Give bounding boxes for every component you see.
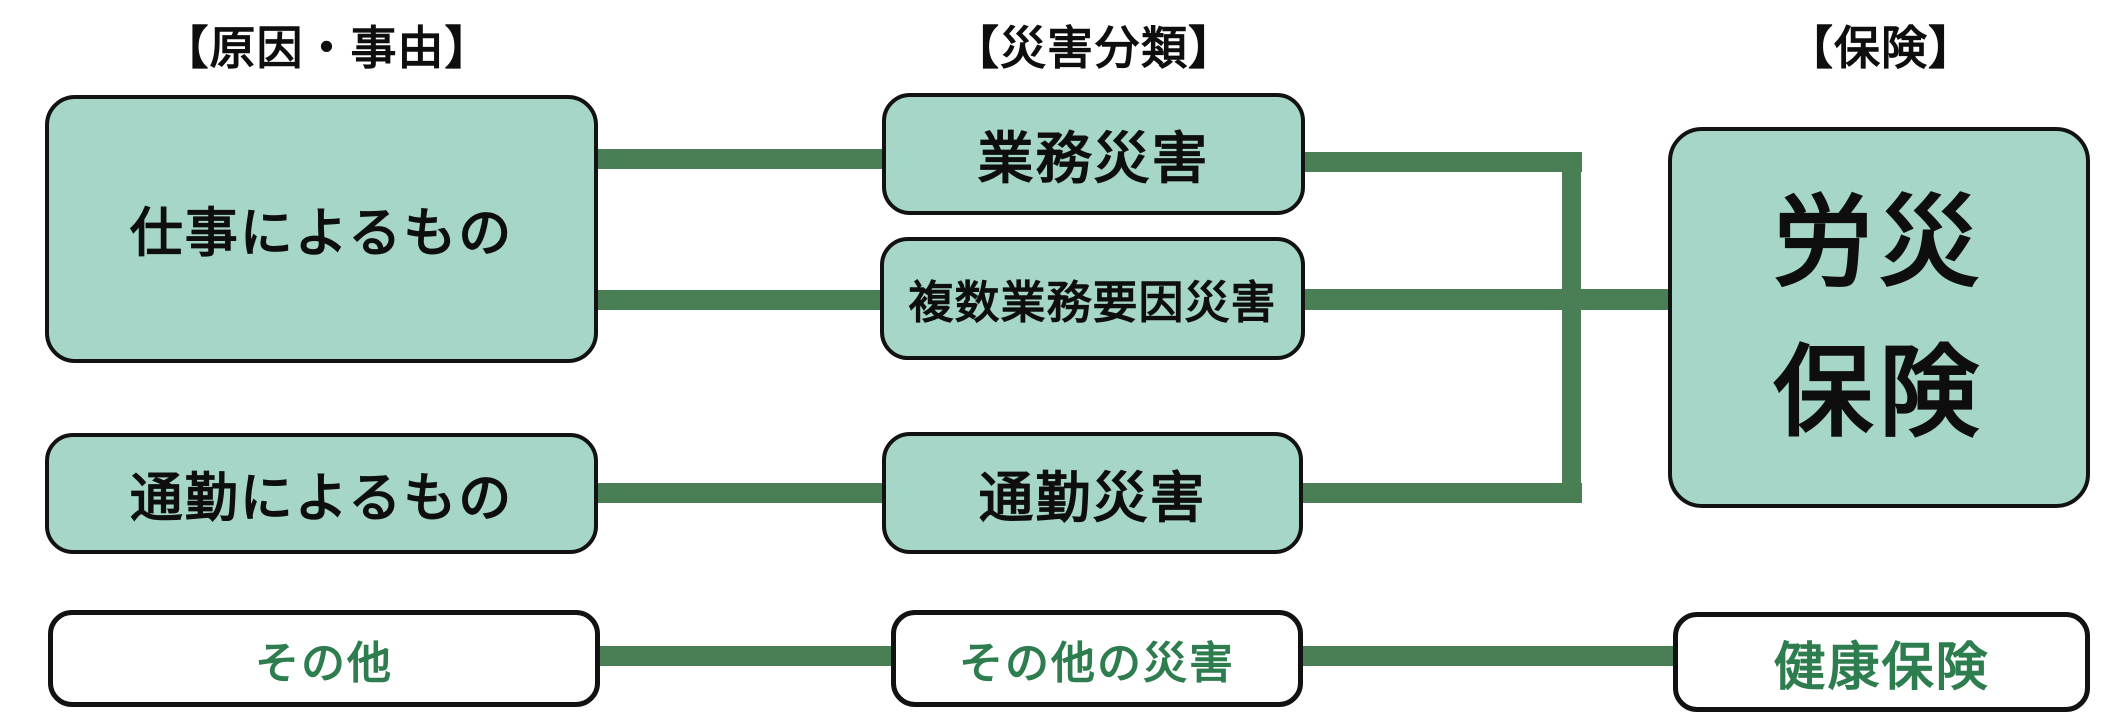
- header-cause: 【原因・事由】: [162, 22, 492, 74]
- rosai-label-line2: 保険: [1773, 336, 1985, 449]
- rosai-label-line1: 労災: [1773, 186, 1985, 299]
- connector-gyomu-to-junction: [1301, 152, 1582, 172]
- node-insurance-rosai: 労災 保険: [1668, 127, 2090, 508]
- node-insurance-kenko: 健康保険: [1673, 612, 2090, 712]
- node-class-tsukin-saigai: 通勤災害: [882, 432, 1303, 554]
- connector-otherclass-to-kenko: [1301, 646, 1677, 666]
- connector-other-to-otherclass: [600, 646, 897, 666]
- connector-tsukin-to-junction: [1301, 483, 1582, 503]
- connector-multi-to-rosai: [1301, 289, 1672, 310]
- connector-vertical-junction: [1562, 152, 1581, 503]
- node-class-other-saigai: その他の災害: [891, 610, 1303, 707]
- connector-commute-to-tsukin: [598, 483, 888, 503]
- node-cause-work: 仕事によるもの: [45, 95, 598, 363]
- header-classification: 【災害分類】: [953, 22, 1235, 74]
- connector-work-to-gyomu: [598, 149, 888, 169]
- connector-work-to-multi: [598, 290, 888, 310]
- node-cause-other: その他: [48, 610, 600, 707]
- node-class-gyomu-saigai: 業務災害: [882, 93, 1305, 215]
- header-insurance: 【保険】: [1787, 22, 1975, 74]
- node-class-multi-factor: 複数業務要因災害: [880, 237, 1305, 360]
- node-cause-commute: 通勤によるもの: [45, 433, 598, 554]
